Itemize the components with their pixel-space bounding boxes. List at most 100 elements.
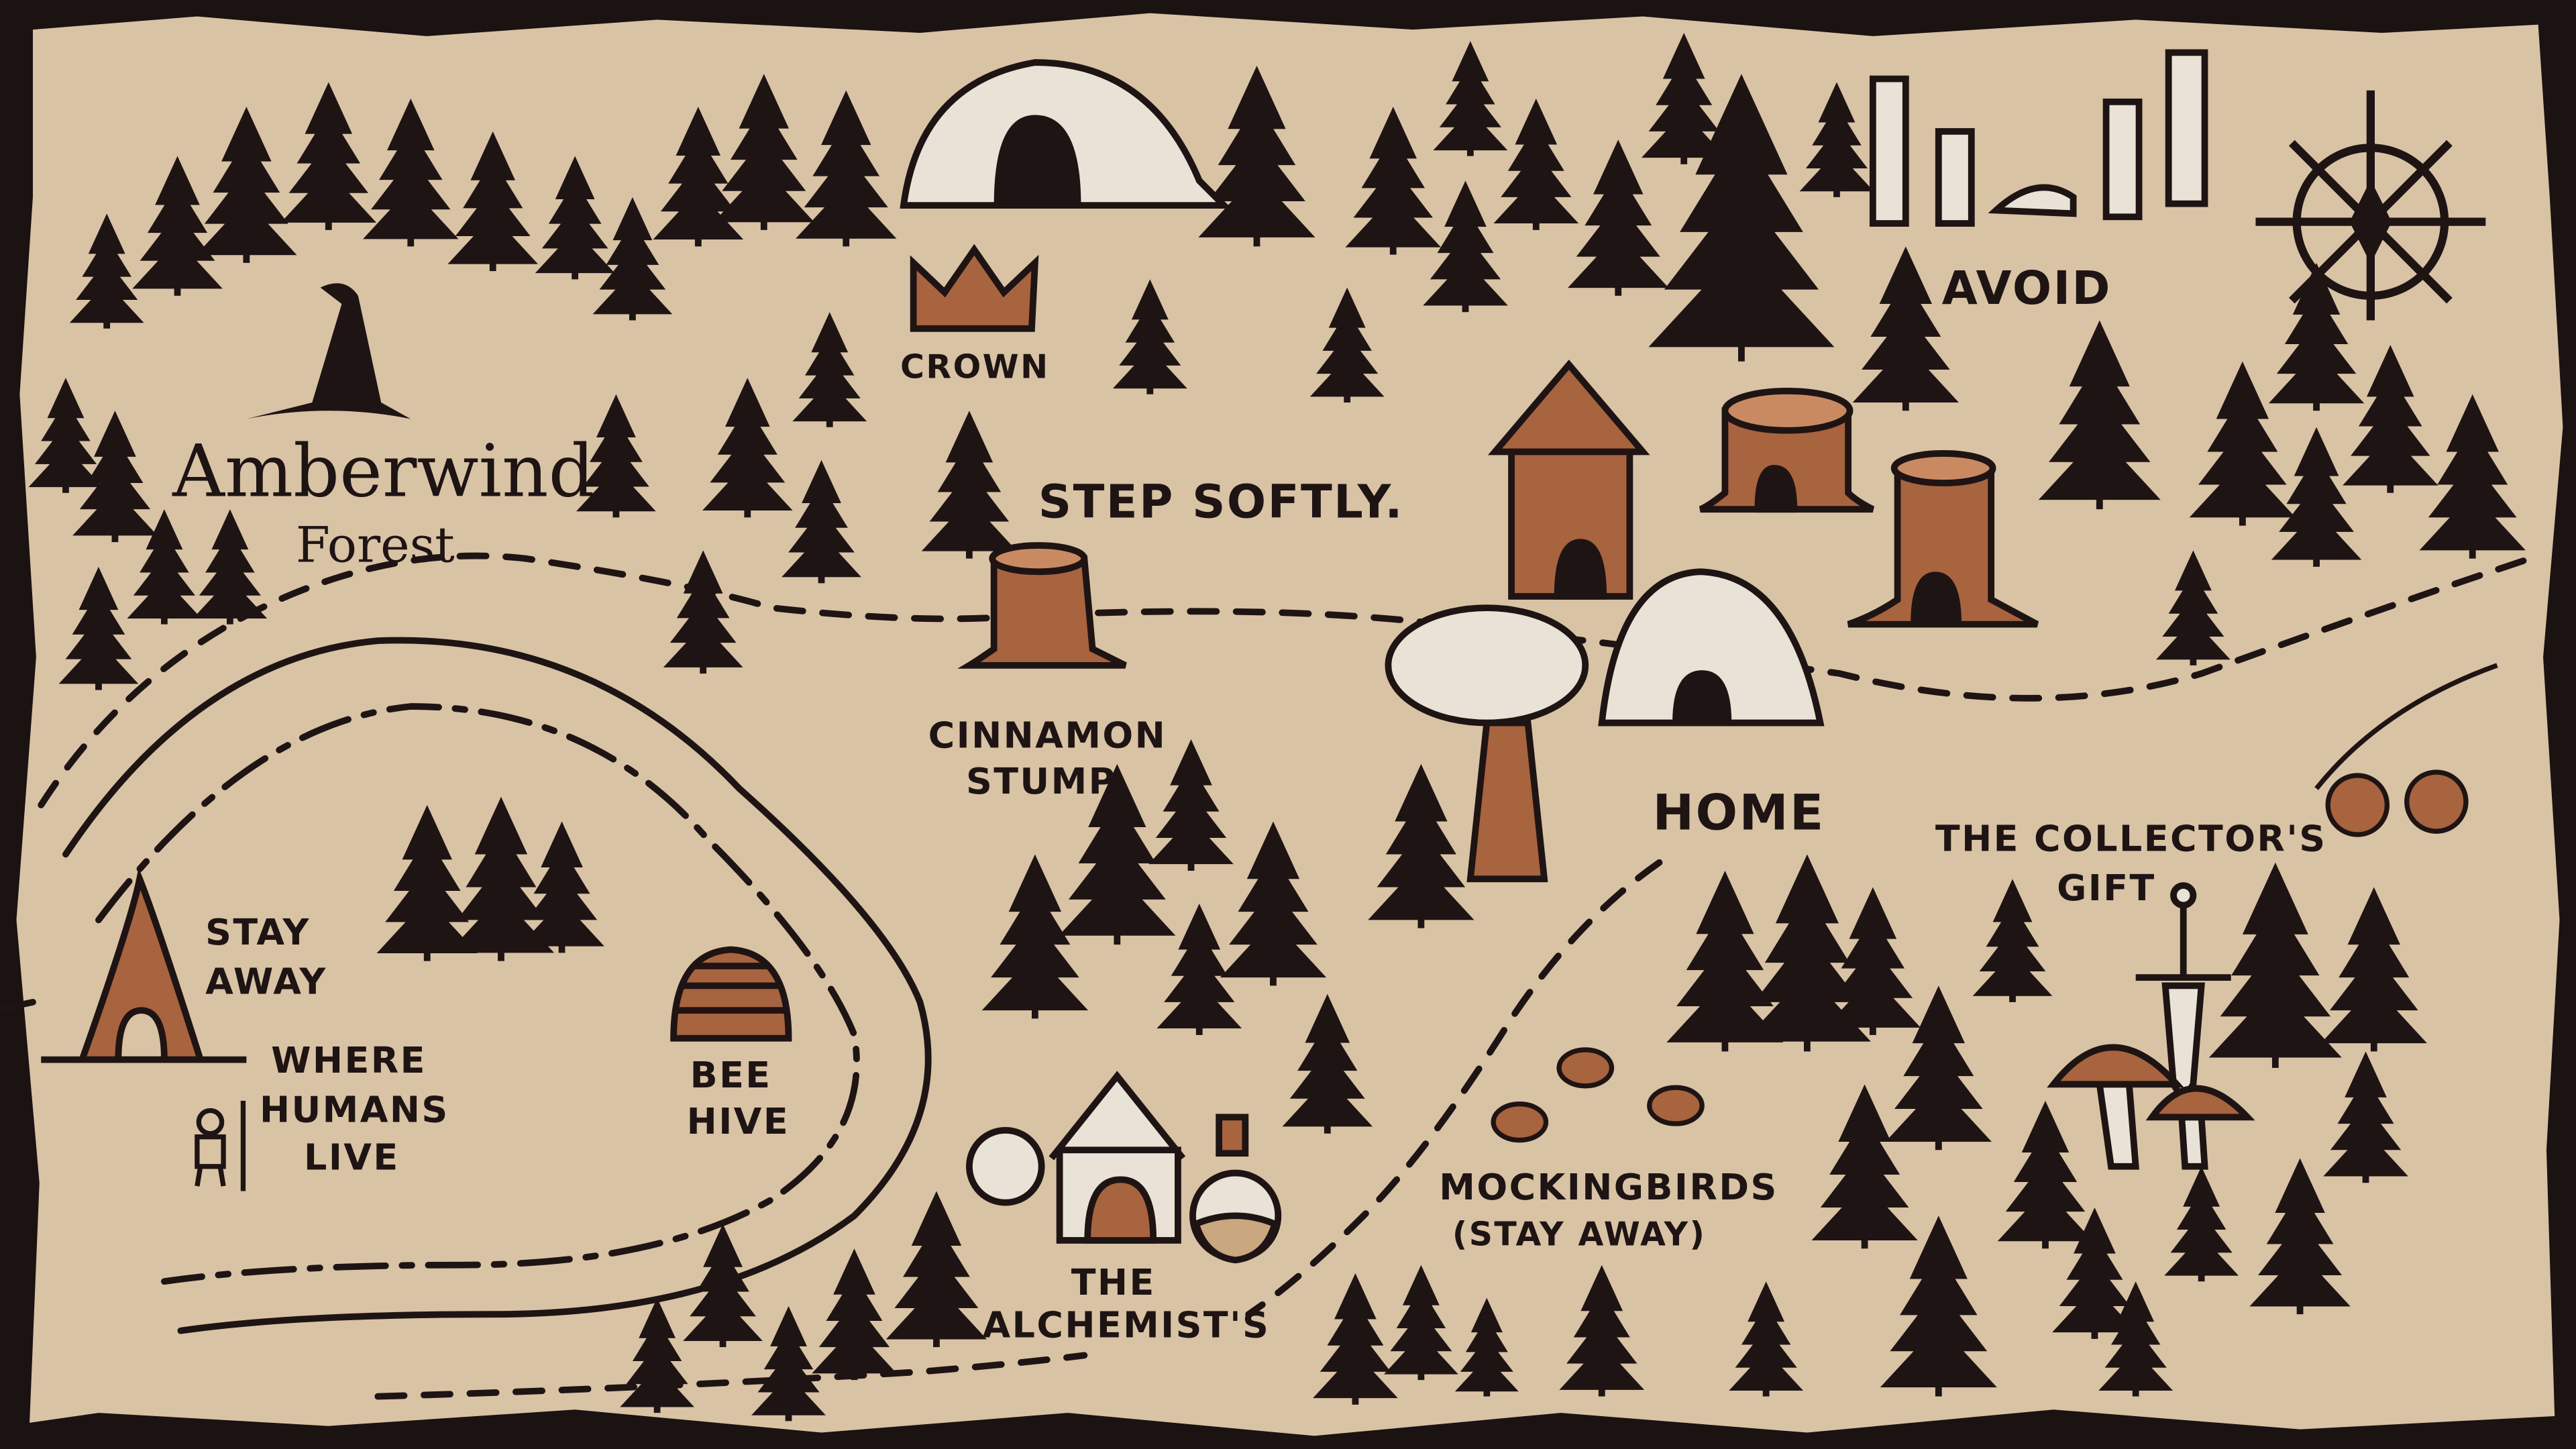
pine-tree-icon <box>1368 763 1474 928</box>
pine-tree-icon <box>1313 1273 1398 1405</box>
pine-tree-icon <box>1345 107 1441 255</box>
pine-tree-icon <box>132 156 223 296</box>
label-humans-1: WHERE <box>271 1039 427 1081</box>
pine-tree-icon <box>447 131 538 272</box>
pine-tree-icon <box>713 74 814 230</box>
cinnamon-stump-icon <box>957 542 1127 669</box>
cone-hut-icon <box>41 867 247 1063</box>
pine-tree-icon <box>2155 550 2231 665</box>
pine-tree-icon <box>981 854 1089 1019</box>
pine-tree-icon <box>1148 739 1234 871</box>
potion-bottle-icon <box>1189 1114 1282 1264</box>
pine-tree-icon <box>1559 1265 1645 1397</box>
pine-tree-icon <box>2189 361 2296 526</box>
home-tree-icon <box>1385 604 1589 883</box>
label-beehive-2: HIVE <box>687 1100 790 1142</box>
beehive-icon <box>670 946 792 1042</box>
mushrooms-icon <box>2047 1044 2255 1170</box>
pine-tree-icon <box>812 1248 897 1381</box>
pine-tree-icon <box>1666 870 1784 1052</box>
pine-tree-icon <box>2343 345 2438 493</box>
label-avoid: AVOID <box>1942 262 2112 315</box>
pine-tree-icon <box>2323 1051 2408 1183</box>
pine-tree-icon <box>193 509 268 625</box>
pine-tree-icon <box>2052 1208 2137 1339</box>
cave-icon <box>900 59 1232 209</box>
pine-tree-icon <box>1811 1084 1918 1249</box>
compass-rose-icon <box>2255 90 2486 321</box>
pine-tree-icon <box>683 1224 763 1348</box>
pine-tree-icon <box>885 1191 987 1348</box>
pine-tree-icon <box>1157 903 1242 1035</box>
pine-tree-icon <box>58 566 139 690</box>
pine-tree-icon <box>782 460 861 584</box>
river <box>0 637 932 1334</box>
pine-tree-icon <box>1112 279 1187 394</box>
pine-tree-icon <box>2164 1166 2239 1282</box>
pine-tree-icon <box>1423 180 1508 313</box>
pine-tree-icon <box>663 550 743 674</box>
pine-tree-icon <box>1729 1281 1804 1397</box>
pine-tree-icon <box>2208 862 2342 1068</box>
pine-tree-icon <box>1198 65 1316 247</box>
pine-tree-icon <box>127 509 202 625</box>
pine-tree-icon <box>1885 985 1992 1150</box>
label-humans-2: HUMANS <box>260 1089 449 1131</box>
pine-tree-icon <box>2271 427 2362 567</box>
pine-tree-icon <box>1972 879 2053 1002</box>
label-mockingbirds-2: (STAY AWAY) <box>1452 1215 1706 1253</box>
pine-tree-icon <box>2268 262 2365 411</box>
pine-tree-icon <box>1648 74 1835 362</box>
label-alchemist-2: ALCHEMIST'S <box>982 1303 1270 1346</box>
pine-tree-icon <box>796 90 897 247</box>
pine-tree-icon <box>1641 32 1727 164</box>
pine-tree-icon <box>519 821 604 953</box>
pine-tree-icon <box>2320 887 2427 1052</box>
pine-tree-icon <box>280 82 377 230</box>
tree-stump-house-icon <box>1699 387 2039 628</box>
pine-tree-icon <box>1825 887 1921 1035</box>
pine-tree-icon <box>1997 1100 2094 1249</box>
label-step-softly: STEP SOFTLY. <box>1038 475 1404 529</box>
map-title: Amberwind <box>172 430 594 514</box>
pine-tree-icon <box>1059 763 1176 945</box>
pine-tree-icon <box>376 805 478 961</box>
label-crown: CROWN <box>900 347 1050 386</box>
pine-tree-icon <box>1852 246 1959 411</box>
pine-tree-icon <box>1568 140 1669 296</box>
label-cinnamon-stump-2: STUMP <box>966 760 1117 802</box>
pine-tree-icon <box>1282 994 1373 1134</box>
pine-tree-icon <box>363 98 459 247</box>
stone-dome-house-icon <box>1598 568 1825 727</box>
pine-tree-icon <box>535 156 615 280</box>
map-subtitle: Forest <box>296 517 455 574</box>
pine-tree-icon <box>196 107 297 263</box>
pine-tree-icon <box>2098 1281 2174 1397</box>
ruined-pillars-icon <box>1869 49 2208 227</box>
pine-tree-icon <box>592 197 673 321</box>
label-beehive-1: BEE <box>690 1054 772 1096</box>
pine-tree-icon <box>921 411 1018 559</box>
pine-tree-icon <box>1799 82 1874 197</box>
pine-tree-icon <box>1454 1297 1519 1397</box>
pine-tree-icon <box>751 1305 826 1421</box>
witch-hat-icon <box>246 283 411 419</box>
pine-tree-icon <box>1743 854 1871 1052</box>
pine-tree-icon <box>1383 1265 1458 1381</box>
pine-tree-icon <box>2419 394 2526 559</box>
pine-tree-icon <box>2038 320 2161 510</box>
label-collectors-gift-1: THE COLLECTOR'S <box>1935 818 2327 860</box>
label-mockingbirds-1: MOCKINGBIRDS <box>1439 1166 1778 1208</box>
pine-tree-icon <box>28 378 103 493</box>
dashed-trail <box>38 552 2534 1400</box>
label-cinnamon-stump-1: CINNAMON <box>928 714 1167 756</box>
label-collectors-gift-2: GIFT <box>2057 867 2156 909</box>
hut-tower-icon <box>1487 360 1650 600</box>
pine-tree-icon <box>1220 821 1327 986</box>
human-figure-icon <box>195 1100 246 1191</box>
pine-tree-icon <box>792 312 867 427</box>
label-humans-3: LIVE <box>304 1136 400 1179</box>
label-alchemist-1: THE <box>1071 1261 1156 1303</box>
